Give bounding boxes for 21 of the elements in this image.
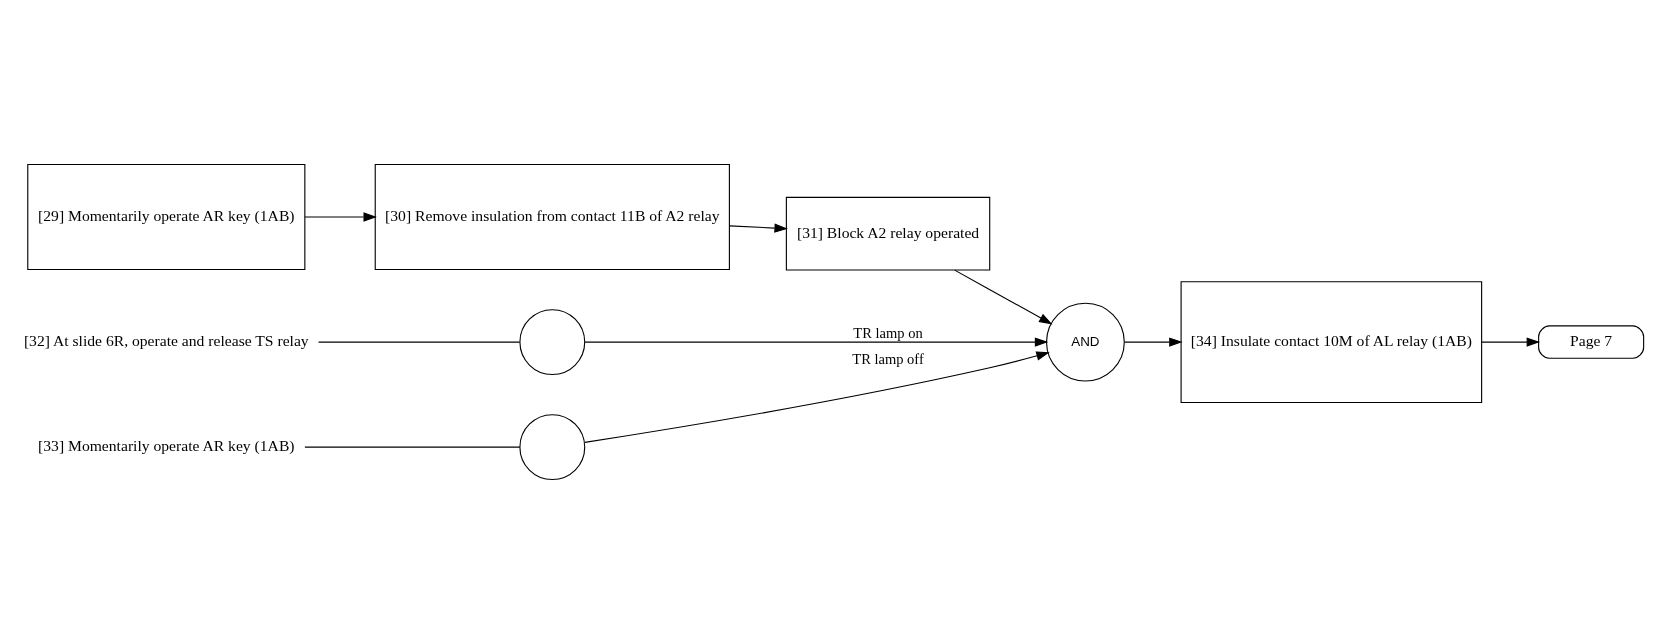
node-circle	[519, 413, 586, 480]
arrow	[954, 269, 1053, 324]
arrow	[304, 211, 377, 222]
arrow	[1481, 336, 1541, 347]
node-box: [29] Momentarily operate AR key (1AB)	[27, 163, 306, 270]
node-box: [34] Insulate contact 10M of AL relay (1AB)	[1180, 280, 1483, 403]
node-box: Page 7	[1538, 324, 1645, 359]
edge-label: TR lamp off	[852, 350, 924, 367]
connector	[318, 341, 521, 343]
node-text: [33] Momentarily operate AR key (1AB)	[38, 436, 295, 454]
node-box: [30] Remove insulation from contact 11B of A2 relay	[374, 163, 730, 270]
node-circle: AND	[1045, 302, 1125, 382]
arrow	[1124, 336, 1183, 347]
node-box: [31] Block A2 relay operated	[785, 196, 991, 271]
arrow	[728, 222, 788, 233]
arrow	[584, 350, 1050, 443]
arrow	[584, 336, 1049, 347]
edge-label: TR lamp on	[853, 324, 923, 341]
node-text: [32] At slide 6R, operate and release TS relay	[23, 331, 309, 349]
connector	[304, 446, 521, 448]
node-circle	[519, 308, 586, 375]
